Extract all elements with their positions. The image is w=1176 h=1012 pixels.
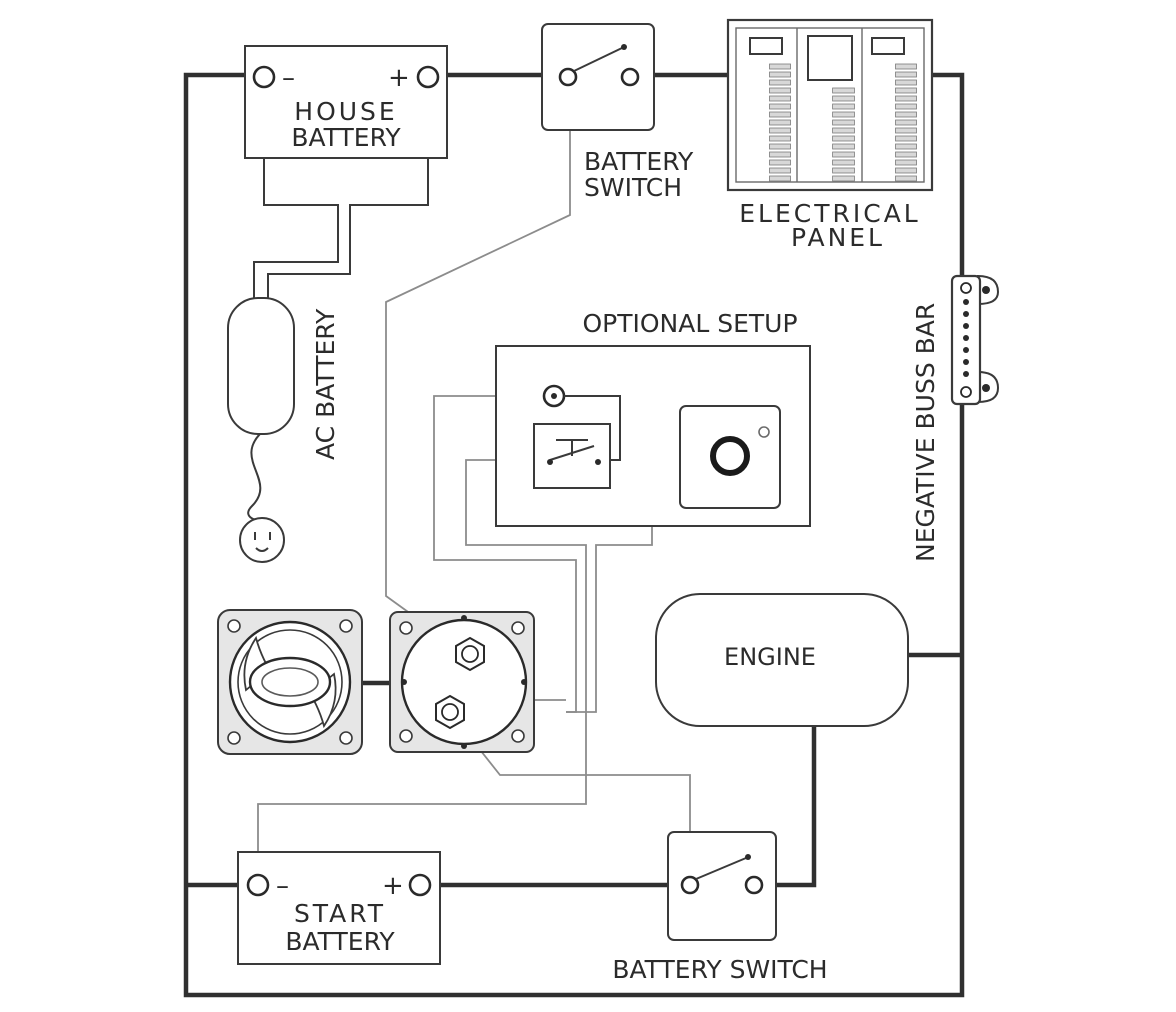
top-battery-switch-label-line1: BATTERY [584, 147, 694, 176]
house-battery-label-line2: BATTERY [291, 123, 401, 152]
top-battery-switch: BATTERY SWITCH [541, 23, 694, 202]
panel-breaker [895, 151, 917, 158]
ac-plug-icon [239, 517, 285, 563]
house-battery-positive-terminal [416, 65, 440, 89]
panel-breaker [769, 103, 791, 110]
house-battery-negative-terminal [252, 65, 276, 89]
panel-breaker [895, 95, 917, 102]
panel-breaker [832, 111, 855, 118]
electrical-panel-label-line2: PANEL [791, 223, 885, 252]
battery-switch-body [389, 611, 535, 753]
panel-breaker [895, 159, 917, 166]
panel-breaker [832, 87, 855, 94]
start-battery-plus-sign: + [382, 871, 404, 901]
start-battery-positive-terminal [408, 873, 432, 897]
panel-breaker [832, 167, 855, 174]
ac-battery-charger: AC BATTERY [227, 297, 340, 563]
panel-breaker [769, 135, 791, 142]
start-battery-label-line1: START [294, 899, 386, 928]
house-battery-minus-sign: – [282, 63, 295, 93]
panel-breaker [832, 151, 855, 158]
optional-setup: OPTIONAL SETUP [495, 309, 811, 527]
panel-breaker [832, 103, 855, 110]
negative-buss-bar: NEGATIVE BUSS BAR [911, 274, 1000, 562]
buss-bar-screw [963, 311, 969, 317]
bottom-battery-switch: BATTERY SWITCH [612, 831, 828, 984]
start-battery-negative-terminal [246, 873, 270, 897]
panel-breaker [832, 119, 855, 126]
house-battery-label-line1: HOUSE [294, 97, 397, 126]
electrical-panel-label-line1: ELECTRICAL [739, 199, 920, 228]
panel-breaker [769, 119, 791, 126]
buss-bar-screws [963, 299, 969, 377]
electrical-panel: ELECTRICAL PANEL [726, 18, 934, 252]
bottom-battery-switch-label: BATTERY SWITCH [612, 955, 827, 984]
panel-breaker [895, 63, 917, 70]
house-battery: – + HOUSE BATTERY [244, 45, 448, 159]
buss-bar-screw [963, 347, 969, 353]
panel-breaker [895, 175, 917, 182]
optional-setup-label: OPTIONAL SETUP [582, 309, 797, 338]
buss-bar-screw [963, 299, 969, 305]
panel-breaker [832, 143, 855, 150]
buss-bar-screw [963, 359, 969, 365]
engine-label: ENGINE [724, 643, 816, 671]
buss-bar-screw [963, 335, 969, 341]
panel-breaker [769, 87, 791, 94]
panel-breaker [769, 143, 791, 150]
panel-breaker [895, 127, 917, 134]
start-battery: – + START BATTERY [237, 851, 441, 965]
panel-breaker [895, 143, 917, 150]
panel-breaker [769, 79, 791, 86]
panel-breaker [769, 167, 791, 174]
panel-breaker [769, 111, 791, 118]
panel-breaker [769, 159, 791, 166]
panel-breaker [895, 167, 917, 174]
panel-breaker [769, 127, 791, 134]
panel-breaker [895, 111, 917, 118]
panel-breaker [895, 119, 917, 126]
panel-breaker [895, 135, 917, 142]
start-battery-minus-sign: – [276, 871, 289, 901]
panel-breaker-rows [769, 63, 917, 182]
panel-breaker [832, 95, 855, 102]
panel-breaker [769, 63, 791, 70]
panel-breaker [832, 159, 855, 166]
panel-breaker [769, 151, 791, 158]
start-battery-label-line2: BATTERY [285, 927, 395, 956]
engine: ENGINE [655, 593, 909, 727]
panel-breaker [769, 175, 791, 182]
buss-bar-screw [963, 371, 969, 377]
panel-breaker [895, 71, 917, 78]
panel-breaker [832, 135, 855, 142]
panel-breaker [832, 175, 855, 182]
ac-battery-label: AC BATTERY [311, 308, 340, 460]
panel-breaker [895, 103, 917, 110]
panel-breaker [832, 127, 855, 134]
house-battery-plus-sign: + [388, 63, 410, 93]
top-battery-switch-label-line2: SWITCH [584, 173, 682, 202]
panel-breaker [769, 71, 791, 78]
battery-selector-dial [217, 609, 363, 755]
buss-bar-screw [963, 323, 969, 329]
panel-breaker [769, 95, 791, 102]
panel-breaker [895, 87, 917, 94]
panel-breaker [895, 79, 917, 86]
negative-buss-bar-label: NEGATIVE BUSS BAR [911, 303, 940, 562]
